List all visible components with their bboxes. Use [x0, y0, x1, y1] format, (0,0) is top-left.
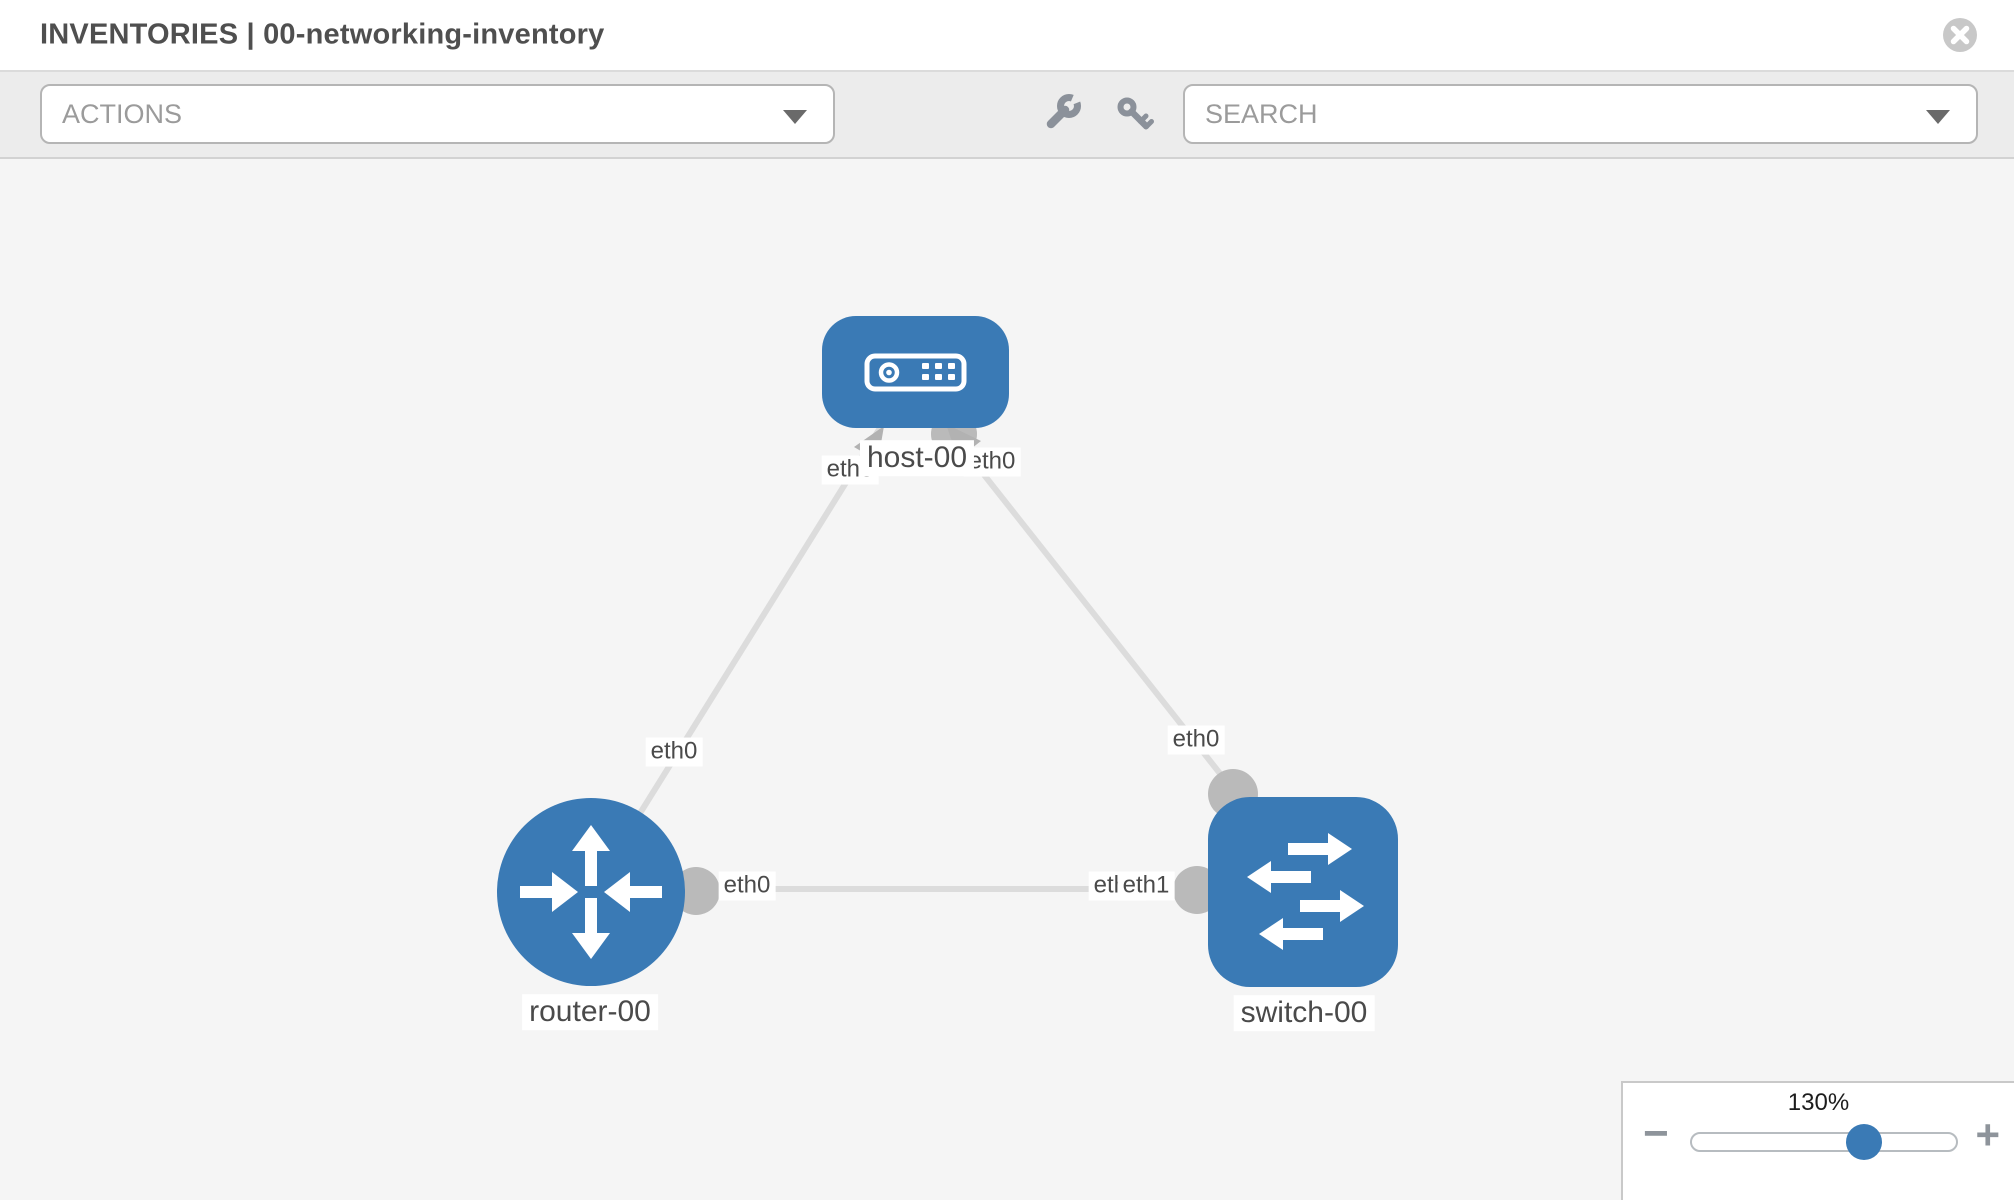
zoom-in-button[interactable]: +: [1975, 1111, 2000, 1158]
host-icon: [864, 353, 967, 392]
page-header: INVENTORIES | 00-networking-inventory: [0, 0, 2014, 72]
port-label: eth0: [821, 455, 879, 485]
topology-canvas[interactable]: [0, 157, 2014, 1200]
wrench-icon[interactable]: [1042, 93, 1086, 137]
page-title: INVENTORIES | 00-networking-inventory: [40, 18, 605, 51]
node-host-00[interactable]: [822, 316, 1009, 428]
port-label: eth0: [718, 871, 776, 901]
close-button[interactable]: [1940, 15, 1980, 55]
node-label-host: host-00: [859, 440, 975, 476]
actions-dropdown-label: ACTIONS: [62, 99, 183, 129]
port-label: eth0: [1167, 725, 1225, 755]
node-router-00[interactable]: [497, 798, 685, 986]
zoom-slider-handle[interactable]: [1846, 1124, 1882, 1160]
switch-icon: [1247, 833, 1364, 950]
port-label: eth0: [645, 737, 703, 767]
search-dropdown[interactable]: SEARCH: [1183, 84, 1978, 144]
node-switch-00[interactable]: [1208, 797, 1398, 987]
port-label: eth0: [963, 447, 1021, 477]
chevron-down-icon: [1926, 110, 1950, 124]
chevron-down-icon: [783, 110, 807, 124]
toolbar: ACTIONS SEARCH: [0, 72, 2014, 159]
zoom-out-button[interactable]: −: [1643, 1109, 1669, 1158]
close-icon: [1943, 18, 1977, 52]
node-label-switch: switch-00: [1233, 995, 1375, 1031]
zoom-panel: 130% − +: [1621, 1081, 2014, 1200]
port-label: eth1: [1117, 871, 1175, 901]
zoom-level: 130%: [1787, 1089, 1850, 1116]
router-icon: [520, 825, 662, 959]
key-icon[interactable]: [1112, 93, 1156, 137]
search-dropdown-label: SEARCH: [1205, 99, 1318, 129]
zoom-slider-track[interactable]: [1690, 1132, 1958, 1152]
actions-dropdown[interactable]: ACTIONS: [40, 84, 835, 144]
node-label-router: router-00: [522, 994, 658, 1030]
